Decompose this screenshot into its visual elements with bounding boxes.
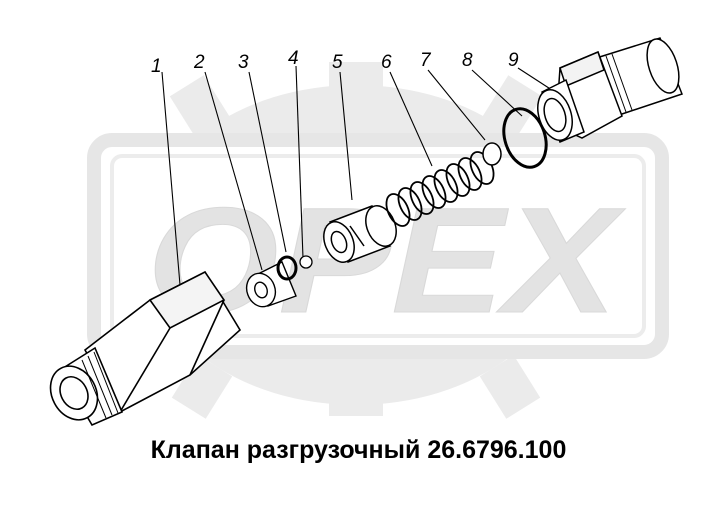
- part-housing: [49, 270, 242, 427]
- part-guide: [323, 205, 397, 263]
- part-seat: [245, 261, 297, 308]
- part-fitting: [537, 37, 683, 143]
- callout-5: 5: [332, 52, 343, 73]
- callout-2: 2: [193, 52, 205, 73]
- part-spring: [385, 151, 495, 227]
- part-ball: [299, 255, 313, 269]
- callout-1: 1: [151, 56, 162, 77]
- callout-7: 7: [420, 50, 432, 71]
- diagram-caption: Клапан разгрузочный 26.6796.100: [150, 436, 567, 464]
- part-washer: [276, 255, 298, 281]
- callout-6: 6: [381, 52, 392, 73]
- callout-9: 9: [508, 50, 519, 71]
- part-spring-washer: [482, 142, 502, 166]
- callout-8: 8: [462, 50, 473, 71]
- callout-numbers: 1 2 3 4 5 6 7 8 9: [151, 48, 519, 77]
- leader-lines: [161, 65, 556, 286]
- callout-3: 3: [238, 52, 249, 73]
- part-o-ring: [502, 107, 548, 169]
- callout-4: 4: [288, 48, 299, 69]
